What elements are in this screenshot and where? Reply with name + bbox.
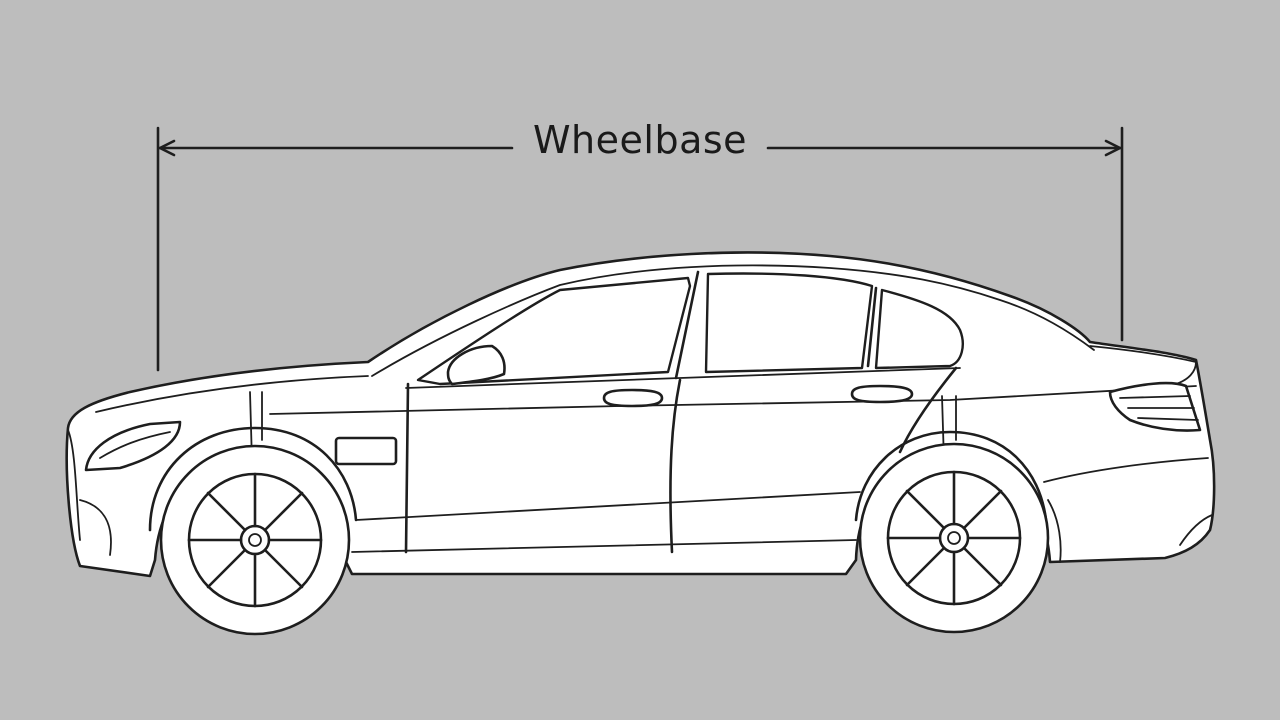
car-body (65, 251, 1216, 578)
wheelbase-arrow-right (766, 139, 1122, 157)
wheelbase-arrow-left (158, 139, 514, 157)
rear-wheel (858, 442, 1050, 634)
front-wheel (159, 444, 351, 636)
